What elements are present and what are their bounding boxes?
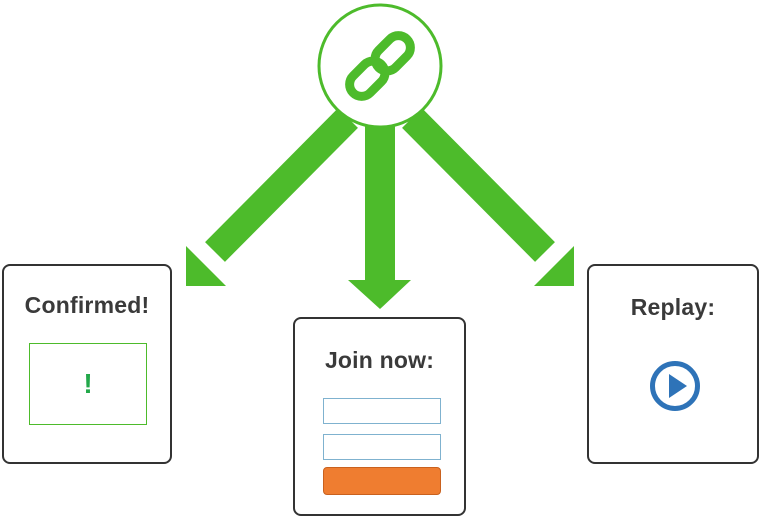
arrow-to-replay <box>402 108 574 286</box>
arrow-to-confirmed <box>186 108 358 286</box>
join-submit-button[interactable] <box>323 467 441 495</box>
arrow-to-join <box>348 125 411 309</box>
confirmation-title: Confirmed! <box>24 292 150 318</box>
chain-link-icon <box>345 31 415 101</box>
link-hub <box>317 3 443 129</box>
confirmation-message-box: ! <box>29 343 147 425</box>
signup-card: Join now: <box>293 317 466 516</box>
replay-card: Replay: <box>587 264 759 464</box>
exclamation-icon: ! <box>83 368 93 399</box>
signup-title: Join now: <box>324 347 435 373</box>
signup-field-1[interactable] <box>323 398 441 424</box>
signup-field-2[interactable] <box>323 434 441 460</box>
play-icon[interactable] <box>650 361 700 411</box>
confirmation-card: Confirmed! ! <box>2 264 172 464</box>
replay-title: Replay: <box>630 294 716 320</box>
